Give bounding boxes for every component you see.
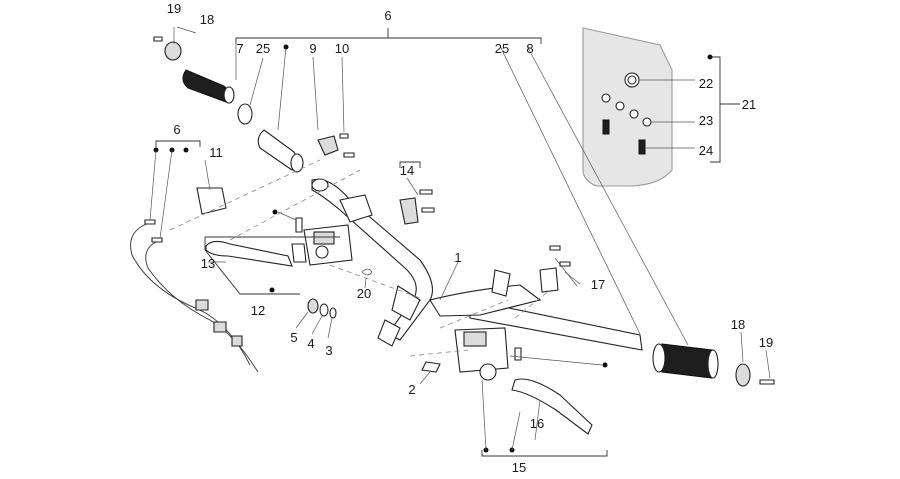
label-20: 20 xyxy=(357,286,371,301)
handlebar-frame xyxy=(311,178,542,347)
label-17: 17 xyxy=(591,277,605,292)
label-2: 2 xyxy=(408,382,415,397)
throttle-cables xyxy=(130,219,259,373)
label-16: 16 xyxy=(530,416,544,431)
label-7: 7 xyxy=(236,41,243,56)
label-18-top: 18 xyxy=(200,12,214,27)
label-1: 1 xyxy=(454,250,461,265)
label-21: 21 xyxy=(742,97,756,112)
label-25-left: 25 xyxy=(256,41,270,56)
label-18-right: 18 xyxy=(731,317,745,332)
label-14: 14 xyxy=(400,163,414,178)
label-24: 24 xyxy=(699,143,713,158)
label-22: 22 xyxy=(699,76,713,91)
label-10: 10 xyxy=(335,41,349,56)
label-13: 13 xyxy=(201,256,215,271)
label-23: 23 xyxy=(699,113,713,128)
label-5: 5 xyxy=(290,330,297,345)
label-9: 9 xyxy=(309,41,316,56)
label-25-right: 25 xyxy=(495,41,509,56)
label-11: 11 xyxy=(209,145,223,160)
label-19-right: 19 xyxy=(759,335,773,350)
label-6-left: 6 xyxy=(173,122,180,137)
label-15: 15 xyxy=(512,460,526,475)
left-grip-assembly xyxy=(153,36,304,173)
left-lever-assembly xyxy=(205,217,353,267)
label-3: 3 xyxy=(325,343,332,358)
right-lever-assembly xyxy=(421,245,593,435)
label-6-top: 6 xyxy=(384,8,391,23)
hardware-kit-panel xyxy=(582,27,673,187)
label-12: 12 xyxy=(251,303,265,318)
label-8: 8 xyxy=(526,41,533,56)
label-4: 4 xyxy=(307,336,314,351)
label-19-top: 19 xyxy=(167,1,181,16)
